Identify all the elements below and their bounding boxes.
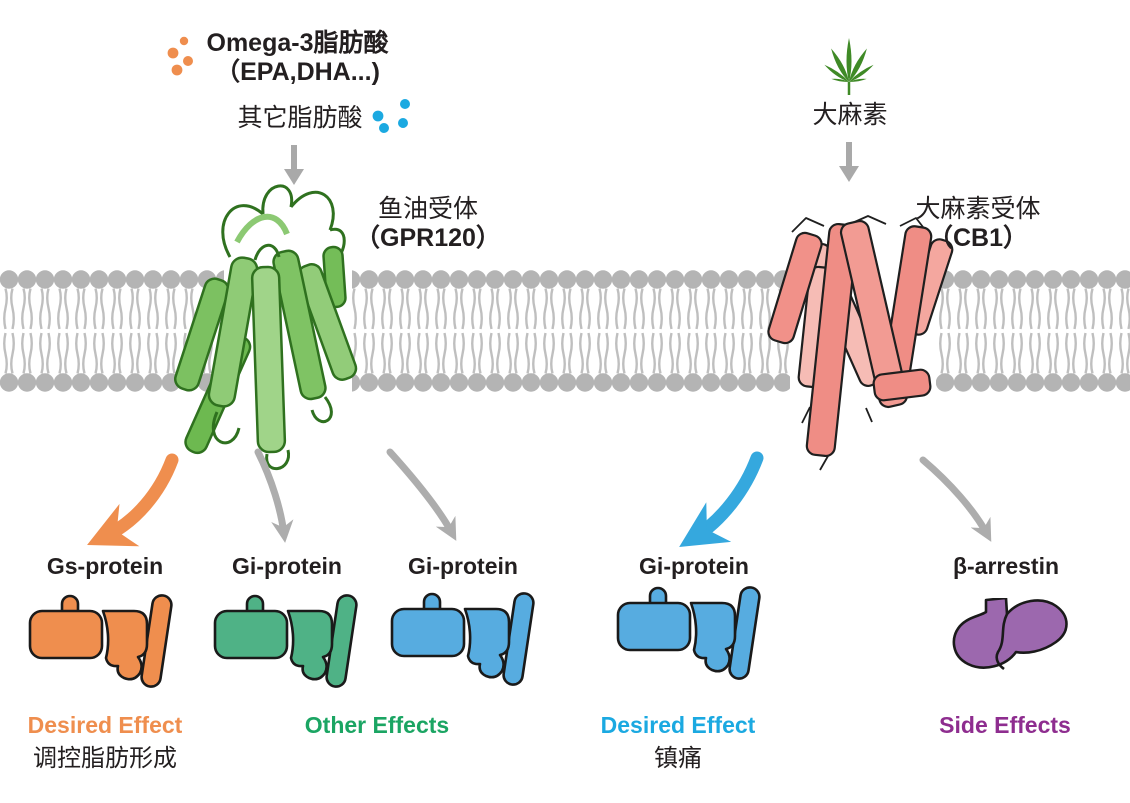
arrow-to-cb1 [839, 142, 859, 182]
gi-protein-label-2: Gi-protein [408, 553, 518, 579]
cannabinoid-receptor-name: 大麻素受体 [915, 195, 1041, 223]
arrow-gi-gray-1 [254, 448, 294, 543]
fish-oil-receptor-code: （GPR120） [355, 224, 501, 252]
cb1-receptor-icon [767, 215, 954, 471]
gi-protein-shape-3 [616, 586, 761, 682]
cell-membrane [0, 270, 1130, 392]
arrow-gi-gray-2 [386, 448, 457, 541]
gpr120-label: 鱼油受体 （GPR120） [346, 195, 510, 253]
fish-oil-receptor-name: 鱼油受体 [377, 195, 478, 223]
beta-arrestin-label: β-arrestin [952, 553, 1060, 579]
gi-protein-label-1: Gi-protein [232, 553, 342, 579]
arrow-gi-blue [679, 451, 764, 547]
cannabinoid-label: 大麻素 [812, 101, 888, 129]
beta-arrestin-shape [952, 598, 1068, 671]
arrow-to-gpr120 [284, 145, 304, 185]
gs-protein-label: Gs-protein [46, 553, 164, 579]
arrow-gs-orange [87, 453, 179, 547]
other-effects-label: Other Effects [304, 712, 450, 738]
desired-effect-right-cn: 镇痛 [654, 745, 702, 772]
gi-protein-shape-2 [390, 592, 535, 688]
gpr120-receptor-icon [174, 184, 358, 471]
gs-protein-shape [28, 594, 173, 690]
desired-effect-left-cn: 调控脂肪形成 [33, 745, 177, 772]
other-fatty-acid-label: 其它脂肪酸 [237, 104, 363, 132]
gi-protein-label-3: Gi-protein [639, 553, 749, 579]
arrow-arrestin-gray [919, 456, 992, 542]
signaling-arrows [87, 448, 992, 547]
desired-effect-left-label: Desired Effect [27, 712, 183, 738]
omega3-subtitle: （EPA,DHA...) [215, 58, 380, 86]
omega3-dots-icon [167, 36, 193, 76]
cb1-label: 大麻素受体 （CB1） [898, 195, 1058, 253]
omega3-title: Omega-3脂肪酸 [206, 29, 389, 57]
cannabis-leaf-icon [824, 38, 874, 95]
omega3-label: Omega-3脂肪酸 （EPA,DHA...) [195, 29, 400, 87]
desired-effect-right-label: Desired Effect [600, 712, 756, 738]
cannabinoid-receptor-code: （CB1） [927, 224, 1028, 252]
fatty-acid-dots-icon [372, 99, 410, 133]
gi-protein-shape-1 [213, 594, 358, 690]
side-effects-label: Side Effects [939, 712, 1071, 738]
